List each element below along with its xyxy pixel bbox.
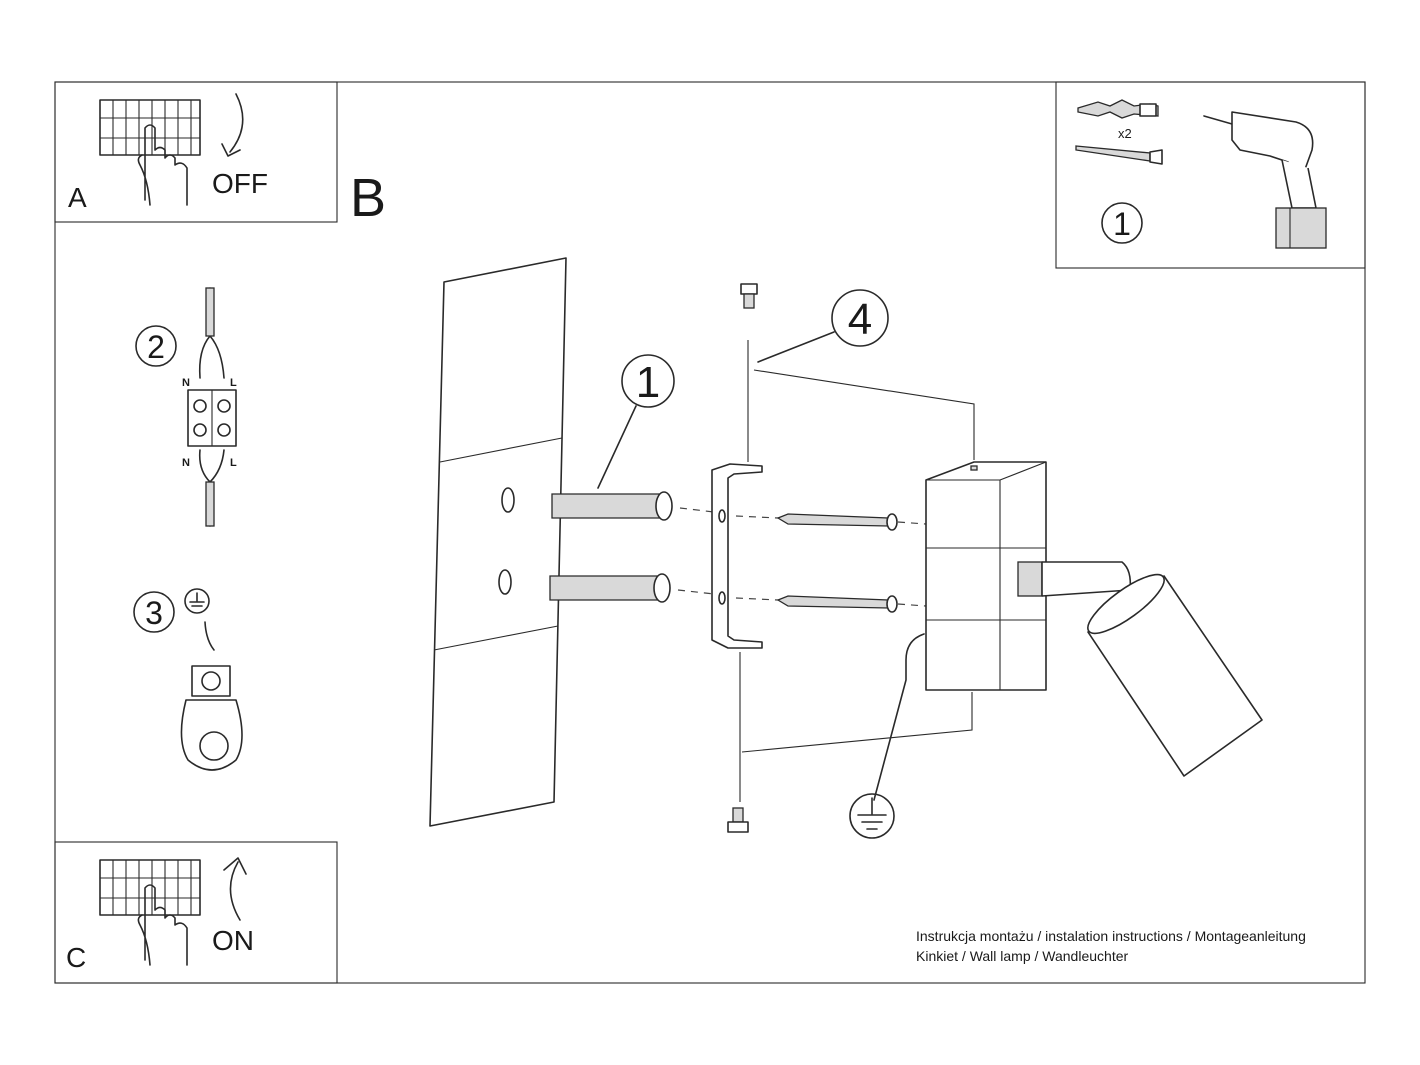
panel-b-letter: B bbox=[350, 168, 386, 228]
terminal-block-icon bbox=[187, 389, 237, 447]
circuit-breaker-icon bbox=[99, 99, 201, 156]
ground-symbol-icon bbox=[849, 793, 895, 839]
hand-icon bbox=[137, 884, 188, 966]
wall-plug-icon bbox=[549, 573, 671, 603]
svg-text:4: 4 bbox=[848, 295, 872, 344]
wall bbox=[429, 257, 567, 827]
lamp-shade bbox=[1087, 573, 1263, 777]
wall-plug-icon bbox=[551, 491, 673, 521]
step-1-badge: 1 bbox=[1101, 202, 1143, 244]
caption-line-2: Kinkiet / Wall lamp / Wandleuchter bbox=[916, 948, 1128, 964]
panel-c: C ON bbox=[54, 841, 338, 984]
pole-top-right: L bbox=[230, 377, 237, 389]
step-2-badge: 2 bbox=[135, 325, 177, 367]
hand-icon bbox=[137, 124, 188, 206]
circuit-breaker-icon bbox=[99, 859, 201, 916]
panel-c-word: ON bbox=[212, 925, 254, 956]
screw-icon bbox=[740, 283, 758, 309]
panel-a-word: OFF bbox=[212, 168, 268, 199]
callout-1: 1 bbox=[597, 354, 675, 489]
screw-icon bbox=[776, 513, 898, 531]
pole-bottom-right: L bbox=[230, 457, 237, 469]
svg-text:3: 3 bbox=[145, 595, 163, 631]
panel-a: A OFF bbox=[54, 81, 338, 223]
pole-top-left: N bbox=[182, 377, 190, 389]
panel-c-letter: C bbox=[66, 942, 86, 973]
ground-symbol-icon bbox=[184, 588, 210, 614]
svg-text:2: 2 bbox=[147, 329, 165, 365]
outer-frame bbox=[54, 81, 1366, 984]
quantity-label: x2 bbox=[1118, 126, 1132, 141]
svg-text:1: 1 bbox=[636, 358, 660, 407]
lamp-arm bbox=[1017, 561, 1132, 597]
arrow-down-icon bbox=[221, 93, 244, 157]
step-3: 3 bbox=[133, 588, 243, 771]
mounting-bracket bbox=[711, 340, 763, 802]
ground-terminal-icon bbox=[180, 665, 243, 771]
step-2: 2 N L N L bbox=[135, 287, 237, 527]
ground-wire bbox=[873, 633, 925, 801]
caption-line-1: Instrukcja montażu / instalation instruc… bbox=[916, 928, 1306, 944]
screw-icon bbox=[776, 595, 898, 613]
tools-panel: x2 1 bbox=[1055, 81, 1366, 269]
drill-icon bbox=[1203, 111, 1327, 249]
pole-bottom-left: N bbox=[182, 457, 190, 469]
svg-text:1: 1 bbox=[1113, 206, 1131, 242]
screw-icon bbox=[727, 807, 749, 833]
wall-plug-icon bbox=[1077, 99, 1159, 119]
step-3-badge: 3 bbox=[133, 591, 175, 633]
callout-4: 4 bbox=[741, 289, 975, 753]
panel-a-letter: A bbox=[68, 182, 87, 213]
screw-icon bbox=[1075, 145, 1163, 165]
arrow-up-icon bbox=[223, 857, 247, 921]
wall-holes bbox=[498, 487, 515, 595]
